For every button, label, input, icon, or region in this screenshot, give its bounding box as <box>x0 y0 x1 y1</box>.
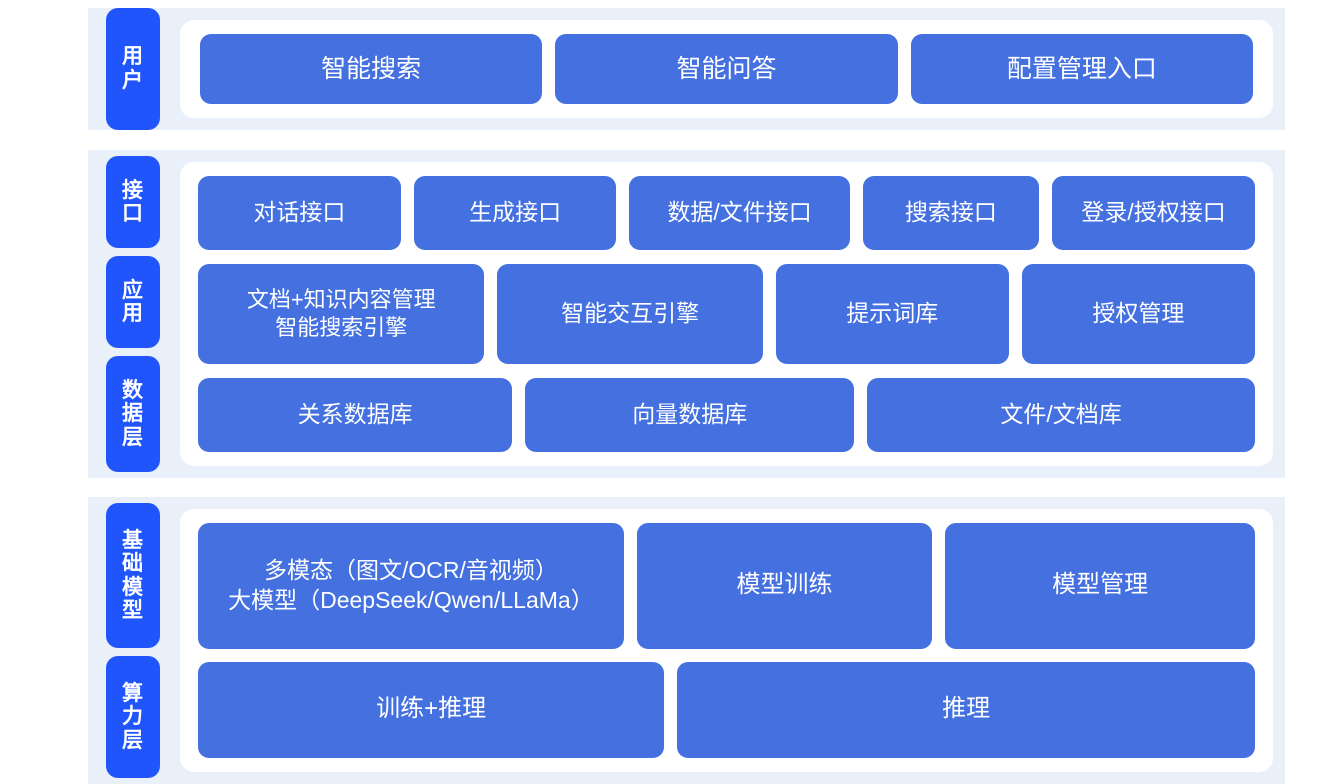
layer-label-compute-text: 算力层 <box>122 681 144 752</box>
box-model-training[interactable]: 模型训练 <box>636 523 933 649</box>
row-interface-layer: 对话接口 生成接口 数据/文件接口 搜索接口 登录/授权接口 <box>198 176 1255 250</box>
label-column-user: 用户 <box>88 8 178 130</box>
label-divider <box>88 248 178 256</box>
box-document-knowledge-management-line2: 智能搜索引擎 <box>275 314 408 340</box>
layer-label-user[interactable]: 用户 <box>106 8 160 130</box>
box-multimodal-large-model-line1: 多模态（图文/OCR/音视频） <box>263 556 558 583</box>
box-authorization-management[interactable]: 授权管理 <box>1021 263 1256 365</box>
box-prompt-library[interactable]: 提示词库 <box>775 263 1009 365</box>
layer-label-foundation-model-text: 基础模型 <box>122 528 144 623</box>
box-inference[interactable]: 推理 <box>677 661 1255 758</box>
box-relational-database-label: 关系数据库 <box>297 401 413 428</box>
section-infrastructure-layers: 基础模型 算力层 多模态（图文/OCR/音视频） 大模型（DeepSeek/Qw… <box>88 497 1285 784</box>
box-inference-label: 推理 <box>942 695 991 723</box>
box-interaction-engine-label: 智能交互引擎 <box>561 300 700 327</box>
layer-label-data[interactable]: 数据层 <box>106 356 160 472</box>
box-model-management[interactable]: 模型管理 <box>945 523 1255 649</box>
box-document-knowledge-management[interactable]: 文档+知识内容管理 智能搜索引擎 <box>198 263 485 365</box>
row-user-entries: 智能搜索 智能问答 配置管理入口 <box>200 34 1253 104</box>
box-login-auth-api-label: 登录/授权接口 <box>1081 199 1226 226</box>
card-user-layer: 智能搜索 智能问答 配置管理入口 <box>180 20 1273 118</box>
box-config-management-entry[interactable]: 配置管理入口 <box>910 34 1253 104</box>
box-training-inference[interactable]: 训练+推理 <box>198 661 665 758</box>
box-authorization-management-label: 授权管理 <box>1092 300 1185 327</box>
box-relational-database[interactable]: 关系数据库 <box>198 378 513 452</box>
layer-label-application[interactable]: 应用 <box>106 256 160 349</box>
box-smart-search[interactable]: 智能搜索 <box>200 34 543 104</box>
layer-label-interface-text: 接口 <box>122 178 144 226</box>
row-compute-layer: 训练+推理 推理 <box>198 661 1255 758</box>
card-infrastructure-layers: 多模态（图文/OCR/音视频） 大模型（DeepSeek/Qwen/LLaMa）… <box>180 509 1273 772</box>
box-login-auth-api[interactable]: 登录/授权接口 <box>1052 176 1255 250</box>
box-dialog-api[interactable]: 对话接口 <box>198 176 401 250</box>
box-interaction-engine[interactable]: 智能交互引擎 <box>497 263 763 365</box>
box-smart-search-label: 智能搜索 <box>321 55 422 83</box>
row-data-layer: 关系数据库 向量数据库 文件/文档库 <box>198 378 1255 452</box>
box-vector-database[interactable]: 向量数据库 <box>525 378 855 452</box>
layer-label-application-text: 应用 <box>122 278 144 326</box>
box-model-management-label: 模型管理 <box>1052 571 1149 599</box>
box-search-api[interactable]: 搜索接口 <box>862 176 1040 250</box>
layer-label-interface[interactable]: 接口 <box>106 156 160 249</box>
box-generation-api[interactable]: 生成接口 <box>413 176 617 250</box>
row-foundation-model-layer: 多模态（图文/OCR/音视频） 大模型（DeepSeek/Qwen/LLaMa）… <box>198 523 1255 649</box>
box-config-management-entry-label: 配置管理入口 <box>1006 55 1157 83</box>
box-data-file-api-label: 数据/文件接口 <box>667 199 812 226</box>
box-multimodal-large-model-line2: 大模型（DeepSeek/Qwen/LLaMa） <box>228 586 594 613</box>
box-data-file-api[interactable]: 数据/文件接口 <box>629 176 850 250</box>
label-column-infrastructure: 基础模型 算力层 <box>88 497 178 784</box>
section-user-layer: 用户 智能搜索 智能问答 配置管理入口 <box>88 8 1285 130</box>
box-training-inference-label: 训练+推理 <box>376 695 487 723</box>
box-model-training-label: 模型训练 <box>736 571 833 599</box>
label-divider <box>88 648 178 656</box>
layer-label-foundation-model[interactable]: 基础模型 <box>106 503 160 649</box>
box-file-document-store[interactable]: 文件/文档库 <box>867 378 1255 452</box>
box-search-api-label: 搜索接口 <box>904 199 997 226</box>
layer-label-data-text: 数据层 <box>122 378 144 449</box>
box-vector-database-label: 向量数据库 <box>632 401 748 428</box>
section-platform-layers: 接口 应用 数据层 对话接口 生成接口 数据/文件接口 <box>88 150 1285 478</box>
box-generation-api-label: 生成接口 <box>469 199 562 226</box>
row-application-layer: 文档+知识内容管理 智能搜索引擎 智能交互引擎 提示词库 授权管理 <box>198 263 1256 365</box>
box-smart-qa[interactable]: 智能问答 <box>555 34 898 104</box>
box-smart-qa-label: 智能问答 <box>676 55 777 83</box>
layer-label-user-text: 用户 <box>122 45 144 92</box>
layer-label-compute[interactable]: 算力层 <box>106 656 160 779</box>
box-prompt-library-label: 提示词库 <box>846 300 939 327</box>
box-multimodal-large-model[interactable]: 多模态（图文/OCR/音视频） 大模型（DeepSeek/Qwen/LLaMa） <box>198 523 624 649</box>
box-dialog-api-label: 对话接口 <box>253 199 346 226</box>
box-file-document-store-label: 文件/文档库 <box>1000 401 1122 428</box>
card-platform-layers: 对话接口 生成接口 数据/文件接口 搜索接口 登录/授权接口 文档+知识内容管理 <box>180 162 1273 466</box>
label-divider <box>88 348 178 356</box>
box-document-knowledge-management-line1: 文档+知识内容管理 <box>246 286 436 312</box>
label-column-platform: 接口 应用 数据层 <box>88 150 178 478</box>
